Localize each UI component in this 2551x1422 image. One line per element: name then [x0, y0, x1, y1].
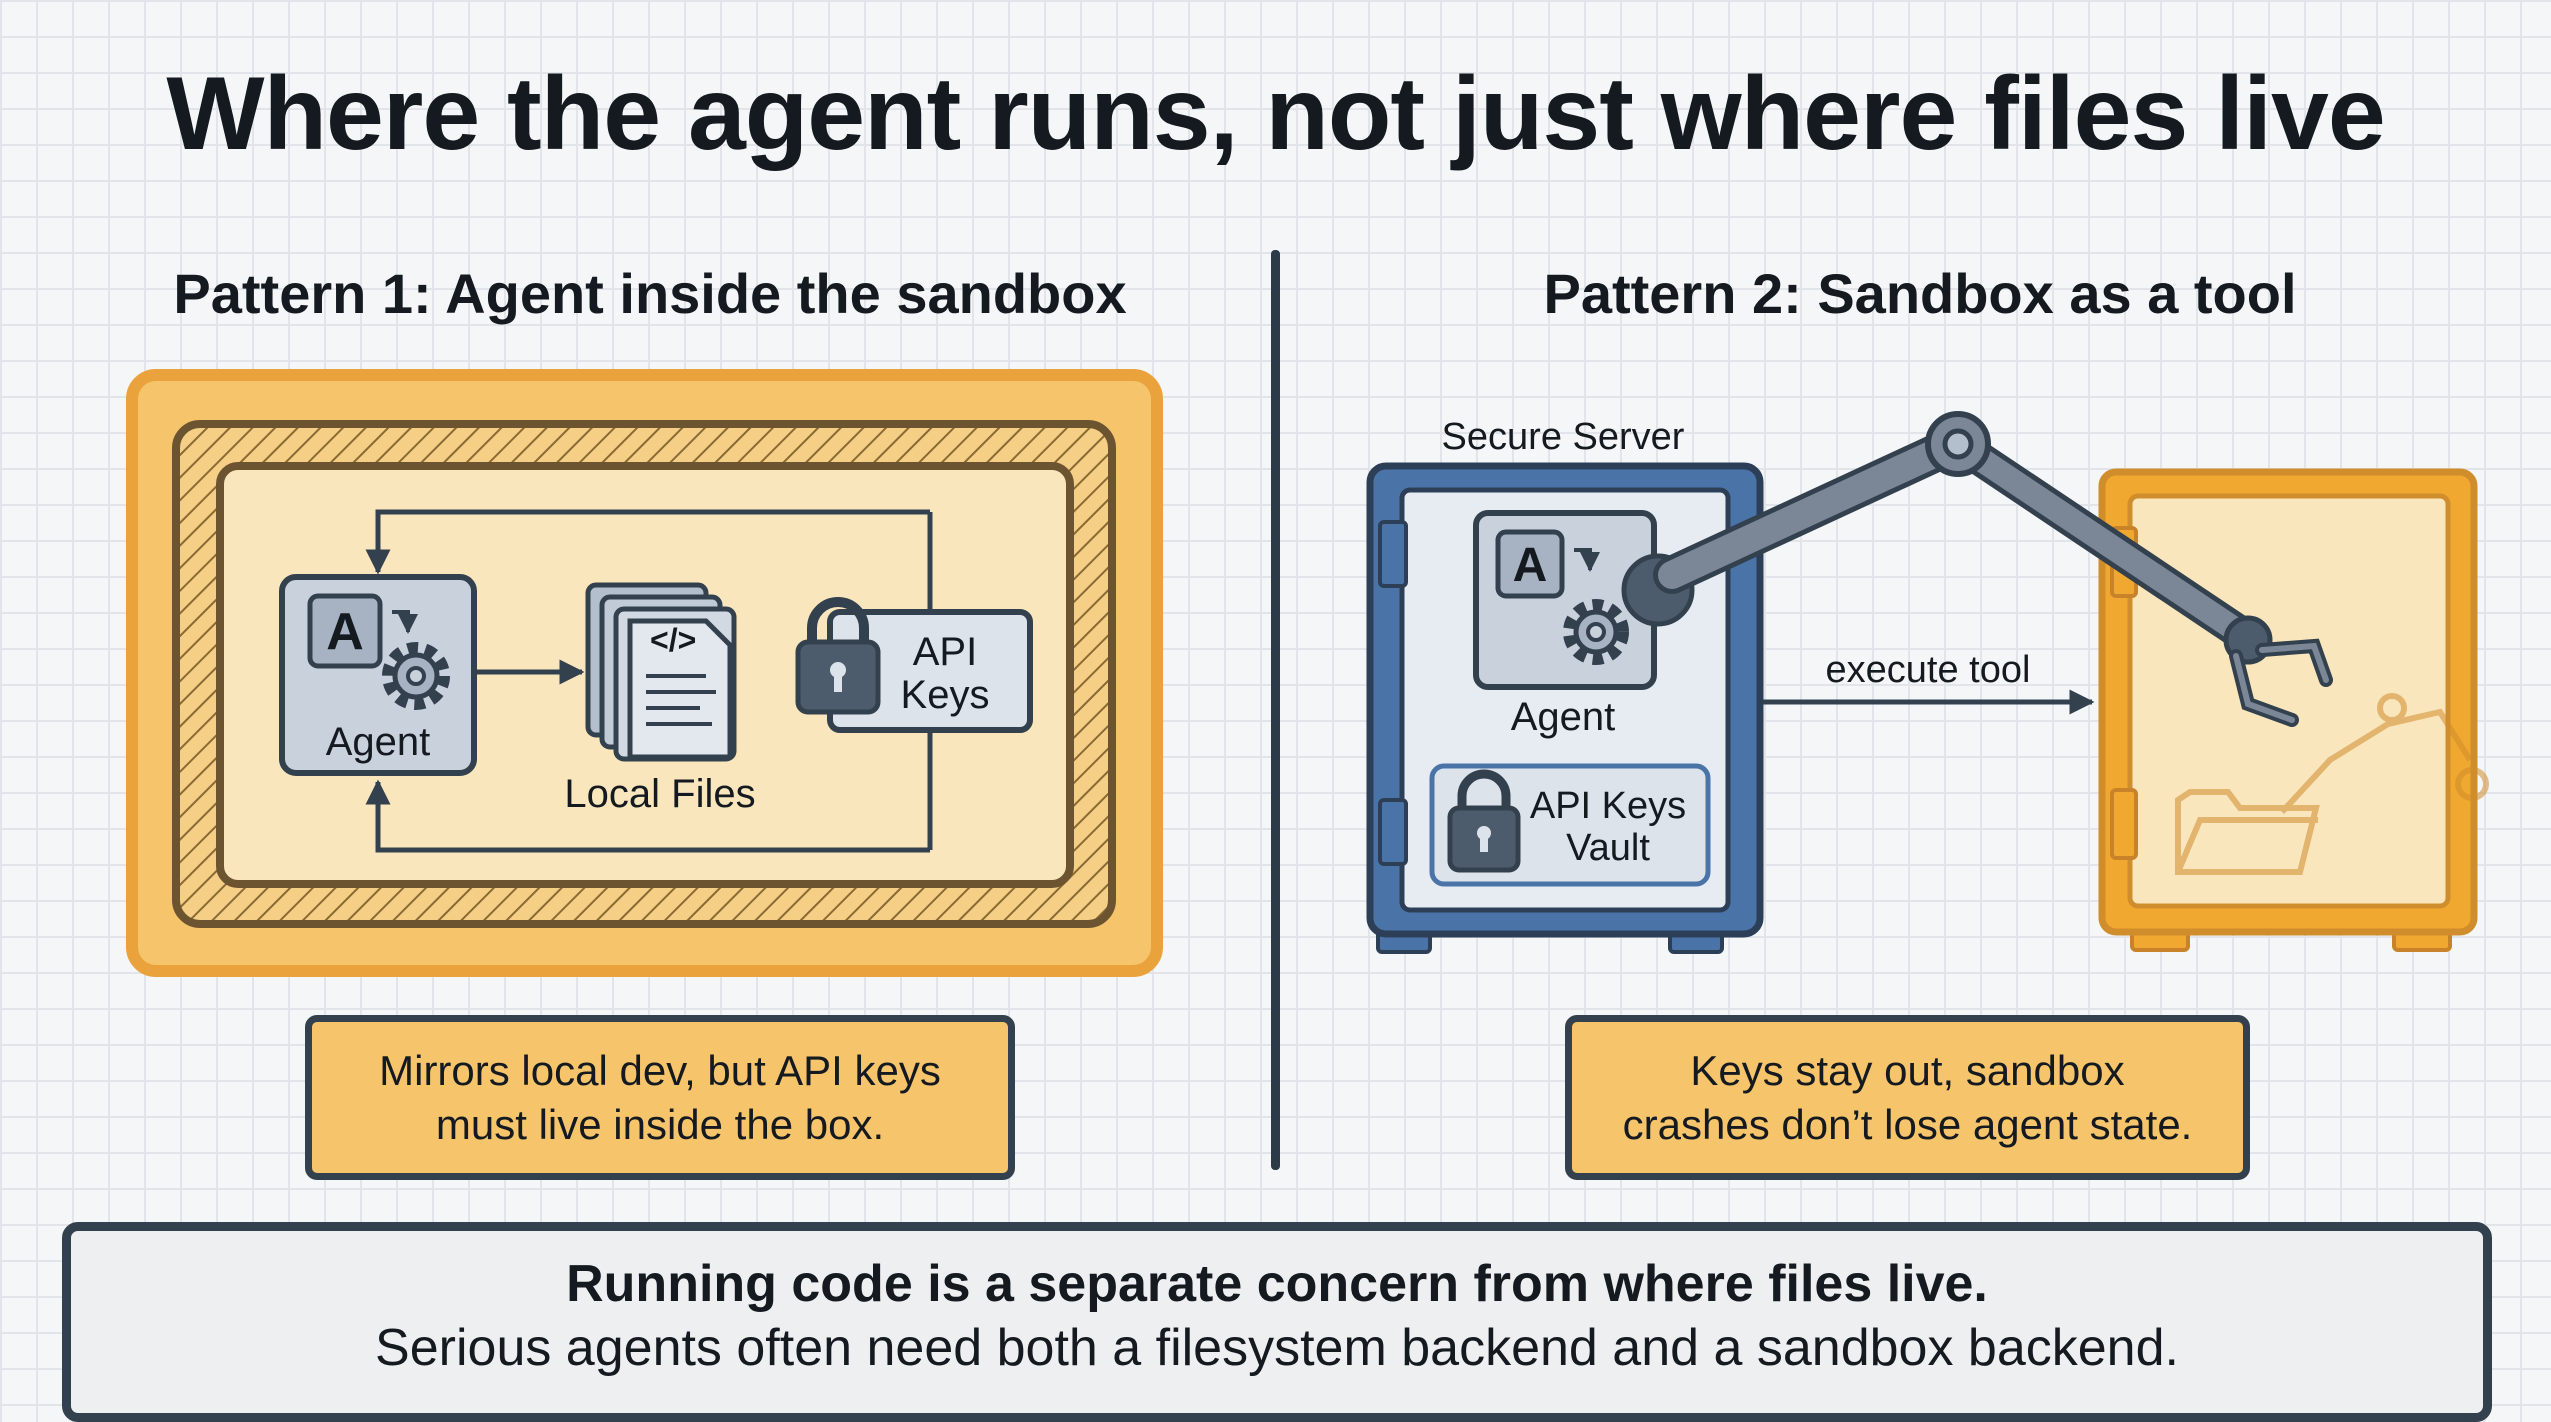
sandbox-folder-icon	[2175, 693, 2489, 875]
gear-icon	[382, 642, 450, 710]
vault-label-line2: Vault	[1566, 827, 1650, 869]
arrow-icon	[1574, 548, 1600, 572]
arrow-icon	[392, 610, 418, 634]
gear-icon	[1563, 599, 1629, 665]
pattern2-note-line1: Keys stay out, sandbox	[1690, 1046, 2125, 1094]
agent-badge	[1495, 529, 1565, 599]
vault-label-line1: API Keys	[1530, 785, 1686, 827]
pattern2-title: Pattern 2: Sandbox as a tool	[1543, 262, 2297, 325]
execute-tool-label: execute tool	[1826, 649, 2031, 691]
sandbox-safe	[2098, 468, 2478, 952]
pattern2-note: Keys stay out, sandbox crashes don’t los…	[1565, 1015, 2250, 1180]
summary-detail: Serious agents often need both a filesys…	[375, 1318, 2179, 1377]
agent-badge-letter: A	[1513, 539, 1548, 592]
summary-headline: Running code is a separate concern from …	[566, 1255, 1988, 1313]
center-divider	[1271, 250, 1280, 1170]
pattern1-title: Pattern 1: Agent inside the sandbox	[173, 262, 1127, 325]
pattern2-note-line2: crashes don’t lose agent state.	[1622, 1100, 2193, 1148]
summary-panel: Running code is a separate concern from …	[62, 1222, 2492, 1422]
agent-badge-letter: A	[326, 603, 364, 661]
hinge	[1378, 520, 1408, 588]
agent-label: Agent	[326, 720, 431, 764]
lock-icon	[795, 597, 881, 715]
api-keys-label-line1: API	[913, 630, 977, 674]
code-glyph: </>	[650, 622, 696, 658]
page-title: Where the agent runs, not just where fil…	[166, 56, 2385, 172]
agent-label: Agent	[1511, 695, 1616, 739]
api-keys-vault: API Keys Vault	[1429, 763, 1711, 887]
hinge	[2110, 788, 2138, 860]
pattern1-api-keys: API Keys	[795, 597, 1033, 733]
pattern2-agent: A Agent	[1473, 510, 1657, 739]
pattern1-agent: A Agent	[279, 574, 477, 776]
diagram-canvas: A Agent </> Local Files API Keys	[126, 369, 2489, 977]
document-lines	[646, 674, 716, 726]
pattern1-note: Mirrors local dev, but API keys must liv…	[305, 1015, 1015, 1180]
agent-badge	[307, 593, 383, 669]
lock-icon	[1447, 769, 1521, 873]
robotic-arm-icon	[1621, 411, 2333, 727]
file-stack-icon	[585, 582, 737, 762]
hinge	[1378, 798, 1408, 866]
pattern1-note-line2: must live inside the box.	[435, 1100, 885, 1148]
api-keys-label-line2: Keys	[901, 673, 990, 717]
pattern1-note-line1: Mirrors local dev, but API keys	[379, 1046, 941, 1094]
secure-server-label: Secure Server	[1442, 416, 1685, 458]
local-files-label: Local Files	[564, 772, 755, 816]
